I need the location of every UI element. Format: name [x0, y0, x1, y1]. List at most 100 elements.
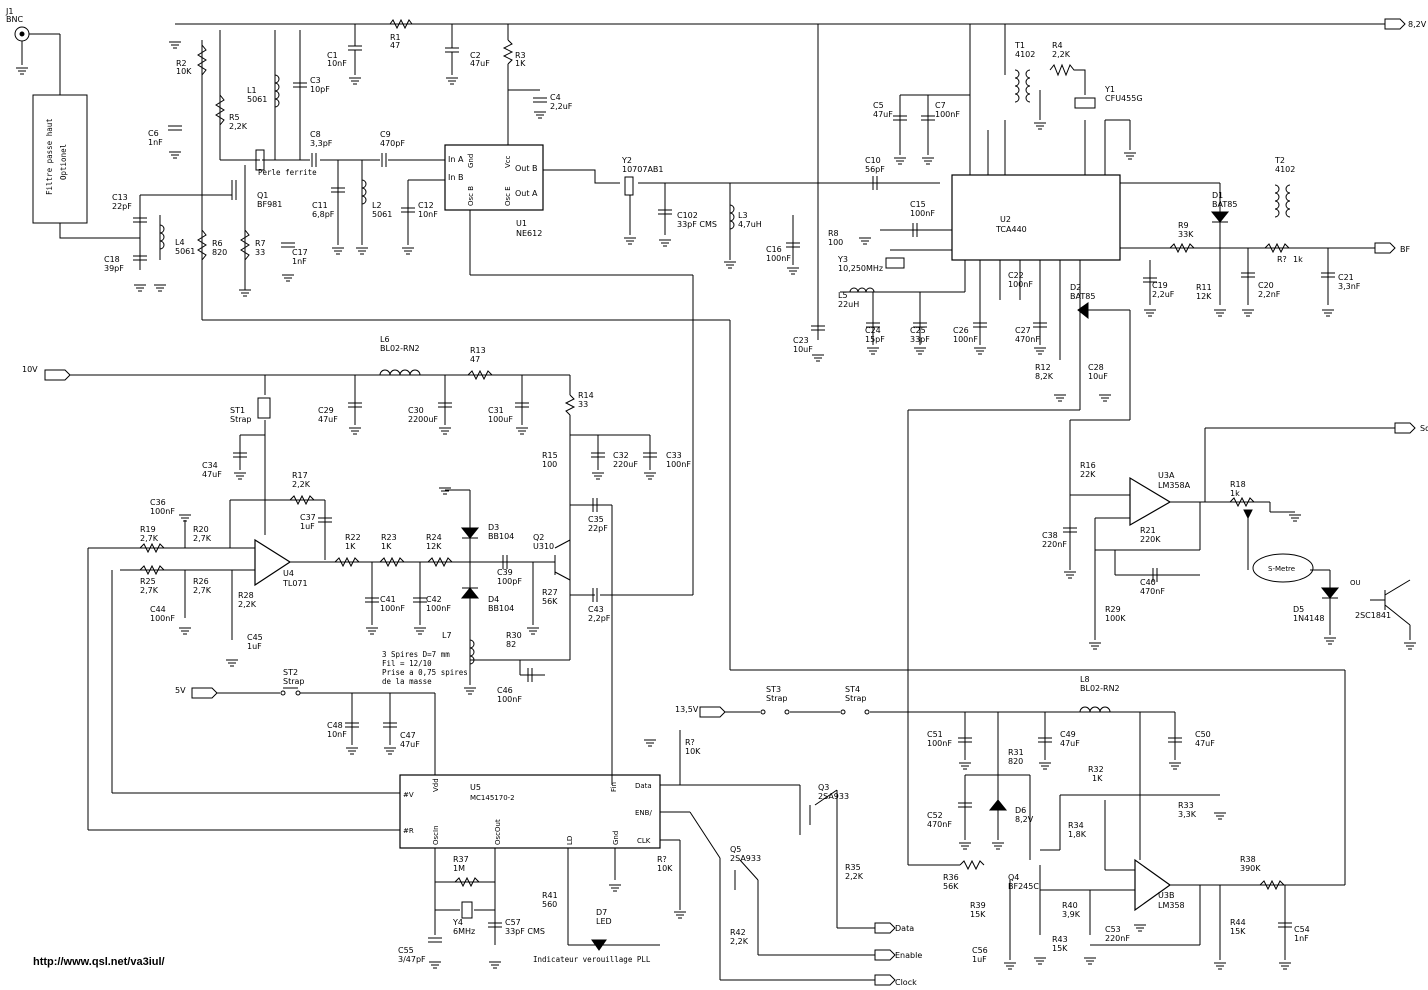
svg-text:Data: Data [895, 924, 914, 933]
svg-text:R8: R8 [828, 229, 839, 238]
svg-text:C49: C49 [1060, 730, 1076, 739]
svg-text:R28: R28 [238, 591, 254, 600]
svg-text:10707AB1: 10707AB1 [622, 165, 664, 174]
svg-text:3,3K: 3,3K [1178, 810, 1197, 819]
svg-text:10,250MHz: 10,250MHz [838, 264, 883, 273]
svg-text:BF245C: BF245C [1008, 882, 1039, 891]
u4-ref: U4 [283, 569, 294, 578]
svg-text:470nF: 470nF [927, 820, 952, 829]
svg-text:C9: C9 [380, 130, 391, 139]
svg-text:10uF: 10uF [793, 345, 813, 354]
svg-text:BB104: BB104 [488, 532, 514, 541]
svg-text:Osc B: Osc B [467, 186, 475, 206]
svg-text:#V: #V [403, 791, 414, 799]
svg-text:C12: C12 [418, 201, 434, 210]
svg-text:1K: 1K [1092, 774, 1103, 783]
svg-text:L1: L1 [247, 86, 257, 95]
svg-text:C13: C13 [112, 193, 128, 202]
svg-text:C102: C102 [677, 211, 698, 220]
svg-text:Enable: Enable [895, 951, 922, 960]
svg-text:R1: R1 [390, 33, 401, 42]
svg-text:1K: 1K [515, 59, 526, 68]
u3a-ref: U3A [1158, 471, 1175, 480]
svg-text:C51: C51 [927, 730, 943, 739]
svg-text:47uF: 47uF [873, 110, 893, 119]
svg-text:100nF: 100nF [935, 110, 960, 119]
svg-text:R31: R31 [1008, 748, 1024, 757]
rail-8v2 [175, 18, 1406, 30]
svg-text:D6: D6 [1015, 806, 1026, 815]
svg-text:47uF: 47uF [400, 740, 420, 749]
svg-text:5061: 5061 [175, 247, 195, 256]
svg-text:13,5V: 13,5V [675, 705, 699, 714]
svg-text:1uF: 1uF [972, 955, 987, 964]
svg-text:2,2K: 2,2K [292, 480, 311, 489]
svg-text:Fin: Fin [610, 782, 618, 792]
svg-text:Strap: Strap [845, 694, 866, 703]
s-meter-symbol [1252, 553, 1314, 583]
svg-text:Strap: Strap [766, 694, 787, 703]
svg-text:T1: T1 [1014, 41, 1025, 50]
svg-text:R40: R40 [1062, 901, 1078, 910]
svg-text:R19: R19 [140, 525, 156, 534]
svg-text:C11: C11 [312, 201, 328, 210]
svg-text:100uF: 100uF [488, 415, 513, 424]
svg-text:2,2K: 2,2K [238, 600, 257, 609]
svg-text:C4: C4 [550, 93, 561, 102]
svg-text:2,7K: 2,7K [140, 534, 159, 543]
source-url: http://www.qsl.net/va3iul/ [33, 956, 165, 968]
svg-text:D1: D1 [1212, 191, 1223, 200]
svg-text:470nF: 470nF [1015, 335, 1040, 344]
svg-text:1,8K: 1,8K [1068, 830, 1087, 839]
svg-text:R24: R24 [426, 533, 442, 542]
svg-text:22K: 22K [1080, 470, 1096, 479]
svg-text:4102: 4102 [1275, 165, 1295, 174]
svg-text:L3: L3 [738, 211, 748, 220]
svg-text:470nF: 470nF [1140, 587, 1165, 596]
svg-text:8,2K: 8,2K [1035, 372, 1054, 381]
svg-text:L5: L5 [838, 291, 848, 300]
svg-text:R9: R9 [1178, 221, 1189, 230]
ic-u2-tca440 [951, 174, 1121, 261]
svg-text:3,9K: 3,9K [1062, 910, 1081, 919]
svg-text:470pF: 470pF [380, 139, 405, 148]
svg-text:ST3: ST3 [766, 685, 781, 694]
svg-text:56K: 56K [542, 597, 558, 606]
svg-text:1uF: 1uF [300, 522, 315, 531]
rail-10v [44, 369, 658, 831]
svg-text:47uF: 47uF [1060, 739, 1080, 748]
svg-text:100: 100 [828, 238, 843, 247]
svg-text:15K: 15K [970, 910, 986, 919]
svg-text:C36: C36 [150, 498, 166, 507]
svg-text:10uF: 10uF [1088, 372, 1108, 381]
u3b-part: LM358 [1158, 901, 1185, 910]
svg-text:33pF CMS: 33pF CMS [677, 220, 717, 229]
svg-text:8,2V: 8,2V [1015, 815, 1034, 824]
svg-text:R6: R6 [212, 239, 223, 248]
svg-text:2,7K: 2,7K [140, 586, 159, 595]
note-l7-2: Fil = 12/10 [382, 659, 432, 668]
svg-text:C50: C50 [1195, 730, 1211, 739]
svg-text:C45: C45 [247, 633, 263, 642]
svg-text:C5: C5 [873, 101, 884, 110]
net-label-8v2: 8,2V [1408, 20, 1427, 29]
svg-text:L4: L4 [175, 238, 185, 247]
svg-text:R14: R14 [578, 391, 594, 400]
svg-text:Osc E: Osc E [504, 186, 512, 206]
svg-text:R3: R3 [515, 51, 526, 60]
svg-text:C37: C37 [300, 513, 316, 522]
svg-text:OscOut: OscOut [494, 819, 502, 845]
svg-text:Q3: Q3 [818, 783, 829, 792]
svg-text:LD: LD [566, 836, 574, 845]
svg-text:100nF: 100nF [426, 604, 451, 613]
svg-text:10K: 10K [657, 864, 673, 873]
svg-text:Q5: Q5 [730, 845, 741, 854]
svg-text:C48: C48 [327, 721, 343, 730]
svg-text:100nF: 100nF [150, 507, 175, 516]
svg-text:OscIn: OscIn [432, 825, 440, 845]
svg-text:560: 560 [542, 900, 557, 909]
svg-text:2,2nF: 2,2nF [1258, 290, 1281, 299]
svg-text:33pF: 33pF [910, 335, 930, 344]
svg-text:R12: R12 [1035, 363, 1051, 372]
svg-text:3,3pF: 3,3pF [310, 139, 333, 148]
